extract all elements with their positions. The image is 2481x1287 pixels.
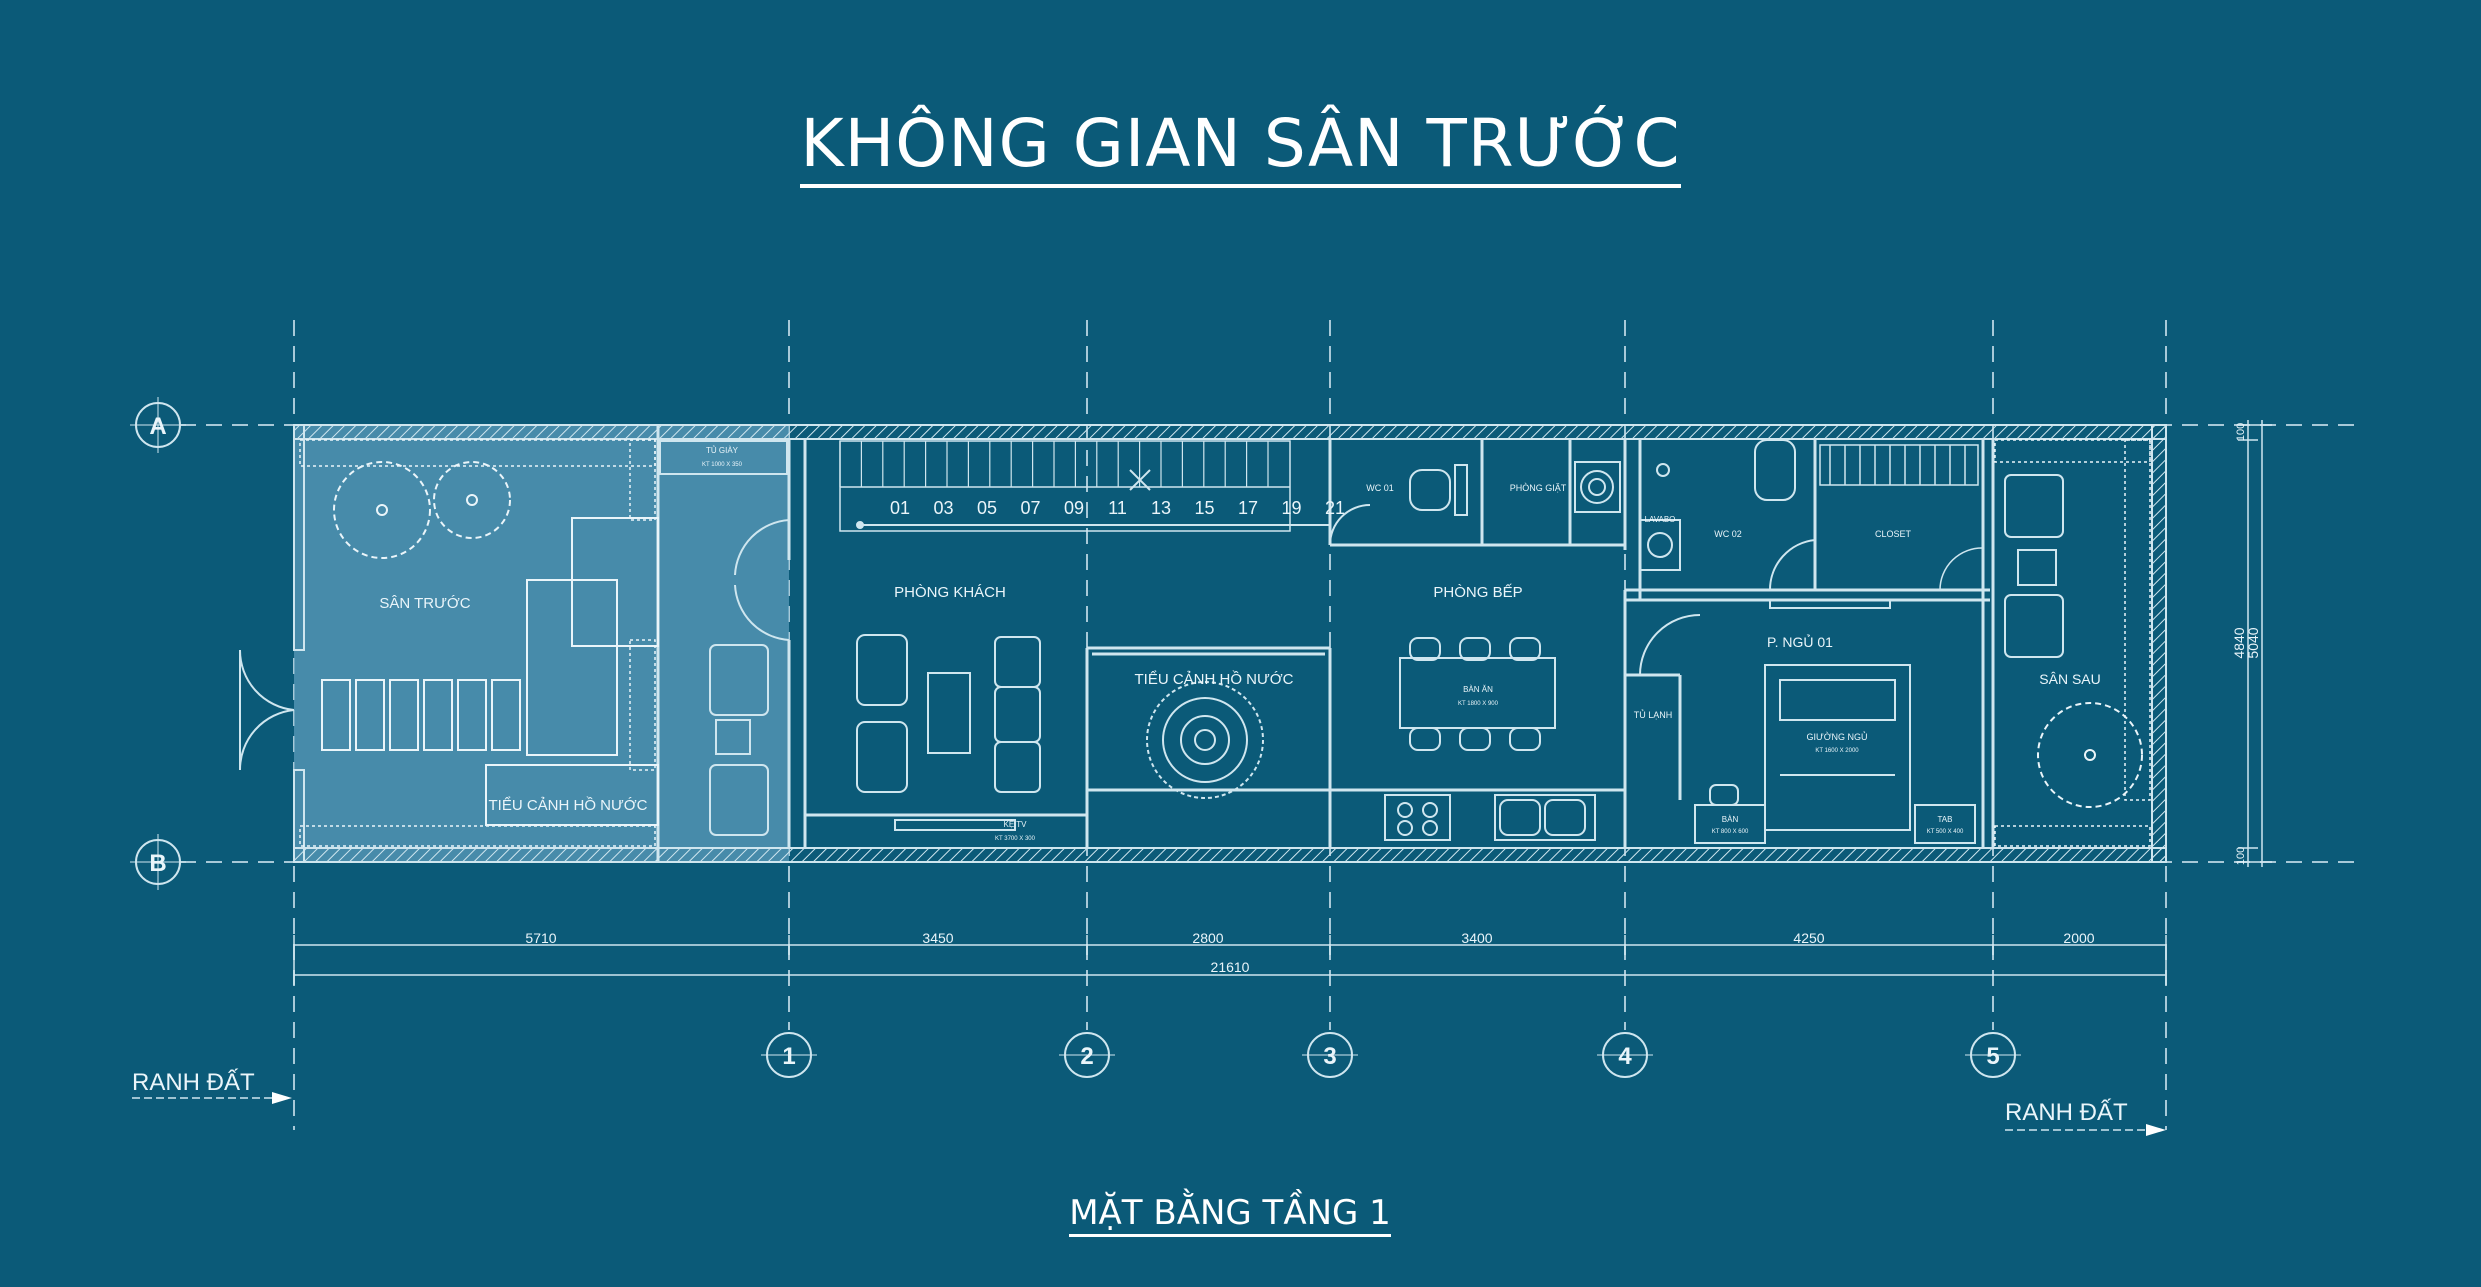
- shoe-cabinet: [659, 440, 788, 475]
- label-ban-dim: KT 800 X 600: [1712, 829, 1749, 835]
- front-yard-paving: [321, 517, 659, 826]
- grid-label-b: B: [149, 850, 166, 877]
- dim-4250: 4250: [1793, 930, 1824, 946]
- grid-bubble-2: 2: [1059, 1032, 1115, 1078]
- washing-machine: [1574, 461, 1621, 513]
- subtitle-text: MẶT BẰNG TẦNG 1: [1069, 1193, 1391, 1237]
- label-tieu-canh-front: TIỂU CẢNH HỒ NƯỚC: [488, 796, 647, 814]
- bedroom-door[interactable]: [1639, 614, 1701, 676]
- dim-total: 21610: [1211, 959, 1250, 975]
- stair-number: 21: [1325, 498, 1345, 518]
- dim-3400: 3400: [1461, 930, 1492, 946]
- stair-numbers: 01 03 05 07 09 11 13 15 17 19 21: [890, 498, 1345, 518]
- dim-5710: 5710: [525, 930, 556, 946]
- label-phong-giat: PHÒNG GIẶT: [1510, 483, 1567, 493]
- stair-number: 03: [933, 498, 953, 518]
- label-tu-giay-dim: KT 1000 X 350: [702, 462, 743, 468]
- front-yard-area: [294, 425, 789, 862]
- back-yard-hedge: [1994, 439, 2151, 847]
- label-ban-an: BÀN ĂN: [1463, 685, 1493, 694]
- bedroom-desk: [1694, 599, 1976, 844]
- outer-walls: [293, 424, 2167, 863]
- plan-caption: MẶT BẰNG TẦNG 1: [0, 1193, 2460, 1237]
- boundary-right: RANH ĐẤT: [2005, 1098, 2166, 1136]
- stair-number: 17: [1238, 498, 1258, 518]
- stair-number: 05: [977, 498, 997, 518]
- stair-number: 07: [1020, 498, 1040, 518]
- grid-label-5: 5: [1986, 1043, 1999, 1070]
- boundary-left: RANH ĐẤT: [132, 1068, 292, 1104]
- label-ban: BÀN: [1722, 815, 1739, 824]
- label-ban-an-dim: KT 1800 X 900: [1458, 701, 1499, 707]
- stair-number: 11: [1108, 498, 1127, 518]
- label-tab-dim: KT 500 X 400: [1927, 829, 1964, 835]
- dimension-labels: 5710 3450 2800 3400 4250 2000 21610 4840…: [525, 423, 2261, 975]
- dim-3450: 3450: [922, 930, 953, 946]
- label-san-truoc: SÂN TRƯỚC: [379, 595, 470, 612]
- stair-number: 19: [1281, 498, 1301, 518]
- dim-vertical-inner: 4840: [2231, 627, 2247, 658]
- dining-set: [1399, 637, 1556, 751]
- grid-bubble-4: 4: [1597, 1032, 1653, 1078]
- label-phong-khach: PHÒNG KHÁCH: [894, 584, 1006, 601]
- dim-vertical-bottom: 100: [2235, 847, 2247, 865]
- grid-bubble-b: B: [130, 834, 186, 890]
- stair-treads: [839, 441, 1269, 487]
- stair-number: 15: [1194, 498, 1214, 518]
- entry-door[interactable]: [734, 519, 790, 641]
- room-labels: SÂN TRƯỚC TIỂU CẢNH HỒ NƯỚC TỦ GIÀY KT 1…: [379, 446, 2100, 842]
- stair-number: 13: [1151, 498, 1171, 518]
- grid-bubble-1: 1: [761, 1032, 817, 1078]
- fountain: [1146, 681, 1264, 799]
- grid-label-2: 2: [1080, 1043, 1093, 1070]
- grid-bubble-a: A: [130, 397, 186, 453]
- label-tab: TAB: [1938, 815, 1953, 824]
- front-gate[interactable]: [238, 649, 295, 771]
- bed: [1764, 664, 1911, 831]
- label-lavabo: LAVABO: [1645, 515, 1676, 524]
- label-tu-lanh: TỦ LẠNH: [1634, 709, 1673, 720]
- grid-label-4: 4: [1618, 1043, 1632, 1070]
- dimension-lines: [293, 420, 2272, 985]
- stair-arrow: [856, 469, 1330, 529]
- dim-vertical-outer: 5040: [2245, 627, 2261, 658]
- grid-label-3: 3: [1323, 1043, 1336, 1070]
- page-title: KHÔNG GIAN SÂN TRƯỚC: [0, 105, 2481, 188]
- dim-2800: 2800: [1192, 930, 1223, 946]
- wc01-fixtures: [1329, 464, 1468, 546]
- grid-label-a: A: [149, 413, 166, 440]
- wc02-fixtures: [1639, 439, 1816, 591]
- dim-vertical-top: 100: [2235, 423, 2247, 441]
- title-text: KHÔNG GIAN SÂN TRƯỚC: [800, 105, 1681, 188]
- label-ke-tv-dim: KT 3700 X 300: [995, 836, 1036, 842]
- label-phong-bep: PHÒNG BẾP: [1433, 584, 1522, 601]
- label-wc02: WC 02: [1714, 529, 1742, 539]
- kitchen-counter: [1384, 794, 1596, 841]
- label-ke-tv: KỆ TV: [1004, 820, 1028, 829]
- grid-label-1: 1: [782, 1043, 795, 1070]
- grid-bubble-3: 3: [1302, 1032, 1358, 1078]
- front-yard-hedge: [299, 439, 656, 847]
- entry-chairs: [709, 644, 769, 836]
- label-p-ngu: P. NGỦ 01: [1767, 633, 1833, 650]
- stair-number: 01: [890, 498, 910, 518]
- grid-bubble-5: 5: [1965, 1032, 2021, 1078]
- label-closet: CLOSET: [1875, 529, 1912, 539]
- label-san-sau: SÂN SAU: [2039, 671, 2100, 687]
- label-tu-giay: TỦ GIÀY: [706, 446, 739, 455]
- stair-number: 09: [1064, 498, 1084, 518]
- front-yard-trees: [333, 461, 511, 559]
- label-giuong-ngu: GIƯỜNG NGỦ: [1807, 731, 1868, 742]
- closet: [1819, 444, 1984, 591]
- living-room-sofas: [856, 634, 1041, 831]
- back-yard-seating: [2004, 474, 2064, 658]
- boundary-label-right: RANH ĐẤT: [2005, 1098, 2128, 1126]
- dim-2000: 2000: [2063, 930, 2094, 946]
- label-giuong-dim: KT 1600 X 2000: [1815, 748, 1859, 754]
- label-wc01: WC 01: [1366, 483, 1394, 493]
- label-tieu-canh-center: TIỂU CẢNH HỒ NƯỚC: [1134, 670, 1293, 688]
- boundary-label-left: RANH ĐẤT: [132, 1068, 255, 1096]
- back-yard-tree: [2037, 702, 2143, 808]
